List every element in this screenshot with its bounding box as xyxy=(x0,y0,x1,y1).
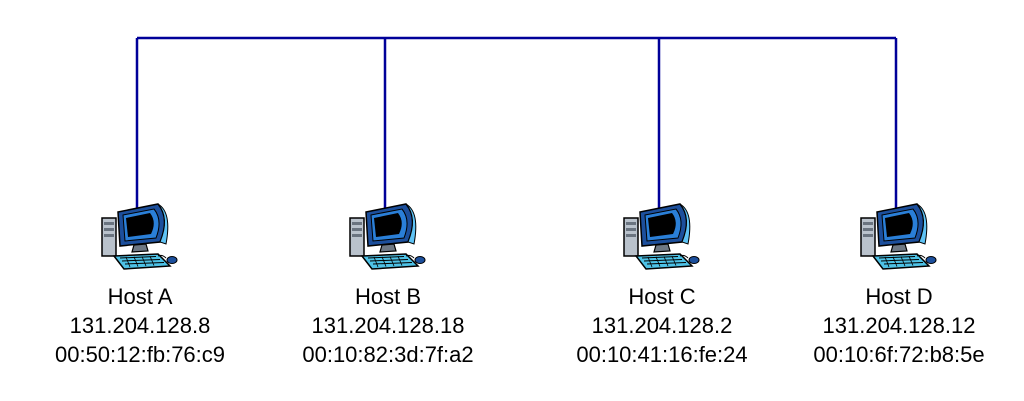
computer-icon xyxy=(349,203,426,270)
host-mac-address: 00:50:12:fb:76:c9 xyxy=(54,342,226,367)
host-name: Host A xyxy=(107,284,173,309)
host-name: Host B xyxy=(354,284,422,309)
host-ip-address: 131.204.128.18 xyxy=(311,313,465,338)
host-mac-address: 00:10:82:3d:7f:a2 xyxy=(302,342,474,367)
host-ip-address: 131.204.128.12 xyxy=(822,313,976,338)
computer-icon xyxy=(860,203,937,270)
computer-icon xyxy=(623,203,700,270)
host-ip-address: 131.204.128.2 xyxy=(591,313,733,338)
host-d[interactable]: Host D 131.204.128.12 00:10:6f:72:b8:5e xyxy=(779,200,1019,369)
host-name: Host C xyxy=(628,284,696,309)
computer-icon xyxy=(101,203,178,270)
host-mac-address: 00:10:41:16:fe:24 xyxy=(576,342,748,367)
host-mac-address: 00:10:6f:72:b8:5e xyxy=(813,342,985,367)
host-b[interactable]: Host B 131.204.128.18 00:10:82:3d:7f:a2 xyxy=(268,200,508,369)
host-c[interactable]: Host C 131.204.128.2 00:10:41:16:fe:24 xyxy=(542,200,782,369)
host-a[interactable]: Host A 131.204.128.8 00:50:12:fb:76:c9 xyxy=(20,200,260,369)
host-ip-address: 131.204.128.8 xyxy=(69,313,211,338)
host-name: Host D xyxy=(865,284,933,309)
